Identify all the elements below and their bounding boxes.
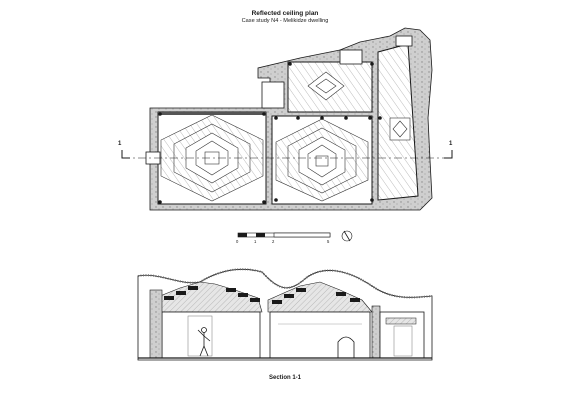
plan-view [121,27,453,211]
scale-bar [237,232,331,238]
room-left [157,111,267,205]
scale-tick-5: 5 [327,239,330,244]
room-right [377,35,419,201]
plan-subtitle: Case study N4 - Melikidze dwelling [241,18,329,24]
section-view [137,268,433,361]
human-figure-icon [197,327,211,357]
posts [158,62,382,204]
plan-title: Reflected ceiling plan [251,10,319,17]
scale-tick-0: 0 [236,239,239,244]
room-center [271,115,373,205]
scale-tick-2: 2 [272,239,275,244]
section-title: Section 1-1 [268,375,301,381]
room-upper [261,49,373,113]
north-arrow-icon [341,230,353,242]
scale-tick-1: 1 [254,239,257,244]
section-marker-left: 1 [118,141,122,147]
section-marker-right: 1 [449,141,453,147]
section-room-left [161,311,261,359]
section-room-center [269,311,371,359]
